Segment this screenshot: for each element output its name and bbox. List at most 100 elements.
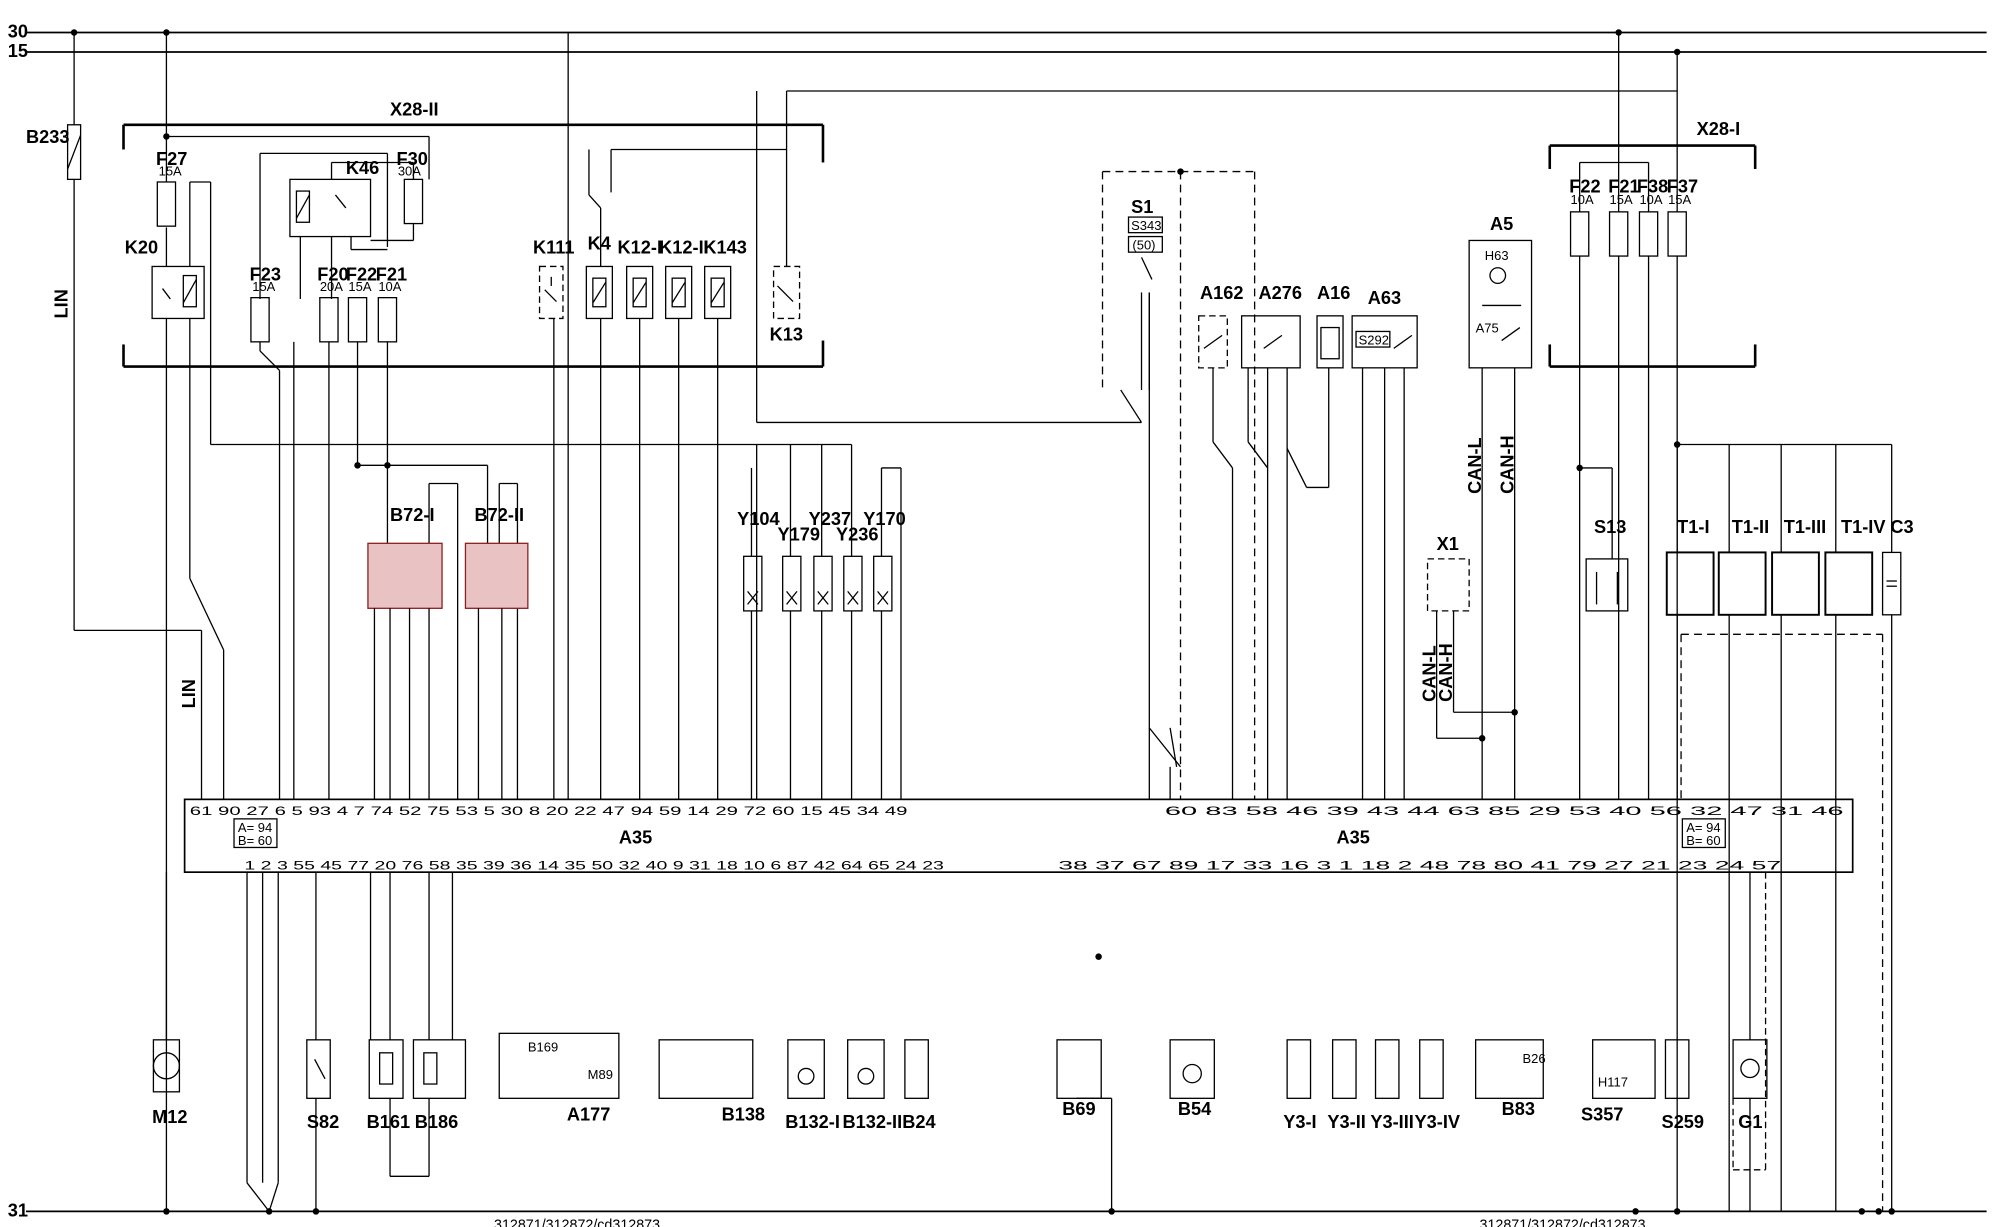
label-f23-rating: 15A — [252, 279, 275, 294]
label-k111: K111 — [533, 237, 574, 257]
label-f22-rating: 10A — [1571, 192, 1594, 207]
pins-top-right: 60 83 58 46 39 43 44 63 85 29 53 40 56 3… — [1165, 804, 1844, 818]
rail-15-label: 15 — [8, 41, 28, 61]
label-f21b-rating: 10A — [378, 279, 401, 294]
label-k4: K4 — [588, 234, 612, 254]
label-b138: B138 — [722, 1104, 765, 1124]
label-s13: S13 — [1594, 517, 1626, 537]
label-lin-top: LIN — [52, 289, 72, 318]
label-s82: S82 — [307, 1112, 339, 1132]
label-b72-ii: B72-II — [475, 505, 525, 525]
label-y237: Y237 — [809, 509, 851, 529]
label-f22b-rating: 15A — [348, 279, 371, 294]
label-b233: B233 — [26, 127, 69, 147]
label-y3-iii: Y3-III — [1370, 1112, 1413, 1132]
label-b83: B83 — [1502, 1099, 1535, 1119]
label-f30-rating: 30A — [398, 163, 421, 178]
footer-ref-right: 312871/312872/cd312873 — [1480, 1218, 1646, 1227]
label-lin-bottom: LIN — [179, 679, 199, 708]
pins-top-left: 61 90 27 6 5 93 4 7 74 52 75 53 5 30 8 2… — [190, 804, 908, 818]
label-can-h-top: CAN-H — [1497, 435, 1517, 494]
label-f27-rating: 15A — [159, 163, 182, 178]
label-b26: B26 — [1522, 1051, 1545, 1066]
label-f38-rating: 10A — [1639, 192, 1662, 207]
label-a75: A75 — [1476, 321, 1499, 336]
label-y170: Y170 — [863, 509, 905, 529]
label-y3-iv: Y3-IV — [1415, 1112, 1461, 1132]
label-can-l-bottom: CAN-L — [1419, 645, 1439, 702]
label-h117: H117 — [1598, 1075, 1628, 1090]
label-a35-right: A35 — [1337, 828, 1370, 848]
label-k143: K143 — [703, 237, 746, 257]
pins-bottom-left: 1 2 3 55 45 77 20 76 58 35 39 36 14 35 5… — [244, 859, 944, 873]
label-f20: F20 — [317, 265, 348, 285]
label-can-h-bottom: CAN-H — [1436, 643, 1456, 702]
label-c3: C3 — [1890, 517, 1913, 537]
label-k12-ii: K12-II — [659, 237, 709, 257]
label-x28-ii: X28-II — [390, 100, 439, 120]
label-a94-right: A= 94 — [1686, 820, 1720, 835]
rail-30-label: 30 — [8, 22, 28, 42]
label-y179: Y179 — [777, 525, 819, 545]
label-k20: K20 — [125, 237, 158, 257]
label-b169: B169 — [528, 1040, 558, 1055]
footer-ref-left: 312871/312872/cd312873 — [494, 1218, 660, 1227]
label-b60-left: B= 60 — [238, 833, 272, 848]
label-t1-iii: T1-III — [1784, 517, 1826, 537]
label-k13: K13 — [770, 325, 803, 345]
label-b72-i: B72-I — [390, 505, 434, 525]
label-f30: F30 — [397, 149, 428, 169]
label-a162: A162 — [1200, 283, 1243, 303]
label-g1: G1 — [1738, 1112, 1762, 1132]
label-k46: K46 — [346, 158, 379, 178]
label-s50: (50) — [1132, 238, 1155, 253]
label-can-l-top: CAN-L — [1465, 437, 1485, 494]
rail-31-label: 31 — [8, 1201, 28, 1221]
label-b54: B54 — [1178, 1099, 1212, 1119]
label-f27: F27 — [156, 149, 187, 169]
label-m89: M89 — [588, 1067, 613, 1082]
label-x28-i: X28-I — [1697, 119, 1740, 139]
label-s343: S343 — [1131, 218, 1161, 233]
label-k12-i: K12-I — [618, 237, 662, 257]
label-b132-i: B132-I — [785, 1112, 840, 1132]
label-s292: S292 — [1359, 332, 1389, 347]
label-h63: H63 — [1485, 248, 1509, 263]
label-a177: A177 — [567, 1104, 610, 1124]
label-b186: B186 — [415, 1112, 458, 1132]
label-t1-iv: T1-IV — [1841, 517, 1885, 537]
label-b161: B161 — [367, 1112, 410, 1132]
label-s357: S357 — [1581, 1104, 1623, 1124]
label-a63: A63 — [1368, 288, 1401, 308]
pins-bottom-right: 38 37 67 89 17 33 16 3 1 18 2 48 78 80 4… — [1058, 859, 1781, 873]
label-f23: F23 — [250, 265, 281, 285]
label-b60-right: B= 60 — [1686, 833, 1720, 848]
label-f21-rating: 15A — [1610, 192, 1633, 207]
label-f21b: F21 — [376, 265, 407, 285]
label-f22b: F22 — [346, 265, 377, 285]
label-y3-i: Y3-I — [1283, 1112, 1316, 1132]
label-a35-left: A35 — [619, 828, 652, 848]
label-m12: M12 — [152, 1107, 187, 1127]
label-t1-ii: T1-II — [1732, 517, 1769, 537]
label-x1: X1 — [1437, 534, 1459, 554]
label-b69: B69 — [1062, 1099, 1095, 1119]
label-f21: F21 — [1608, 176, 1639, 196]
label-f37-rating: 15A — [1668, 192, 1691, 207]
label-a5: A5 — [1490, 214, 1513, 234]
label-f22: F22 — [1569, 176, 1600, 196]
label-f38: F38 — [1637, 176, 1668, 196]
label-s1: S1 — [1131, 197, 1153, 217]
label-f37: F37 — [1667, 176, 1698, 196]
label-a16: A16 — [1317, 283, 1350, 303]
label-f20-rating: 20A — [320, 279, 343, 294]
label-b132-ii: B132-II — [842, 1112, 902, 1132]
label-b24: B24 — [902, 1112, 936, 1132]
label-t1-i: T1-I — [1677, 517, 1709, 537]
label-a276: A276 — [1259, 283, 1302, 303]
label-s259: S259 — [1662, 1112, 1704, 1132]
label-y236: Y236 — [836, 525, 878, 545]
label-a94-left: A= 94 — [238, 820, 272, 835]
